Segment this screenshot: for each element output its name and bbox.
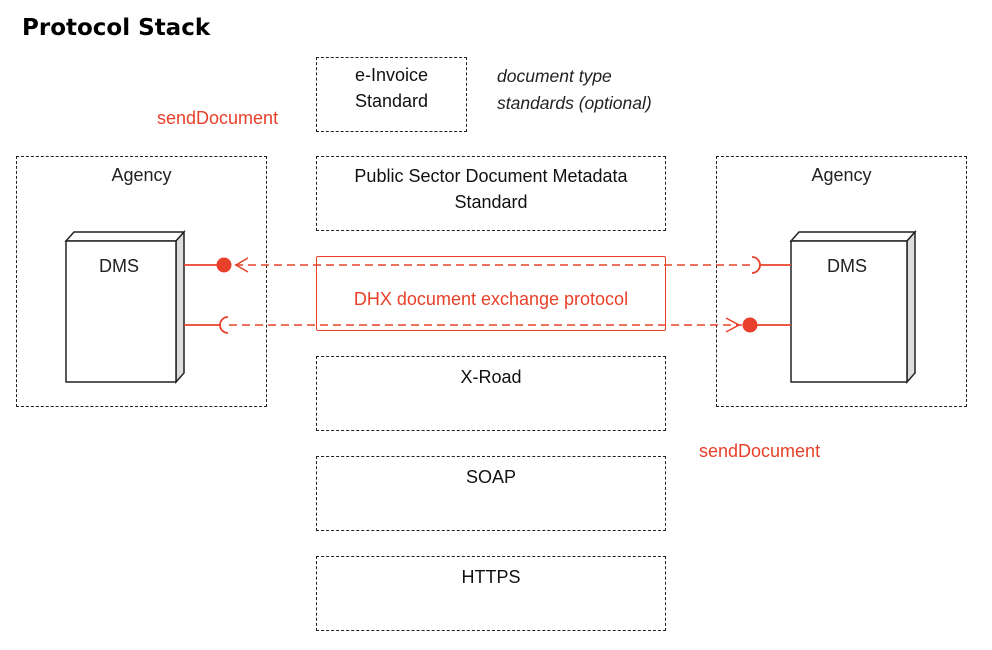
- https-layer: HTTPS: [316, 556, 666, 631]
- dhx-protocol-layer: DHX document exchange protocol: [316, 256, 666, 331]
- metadata-standard-line1: Public Sector Document Metadata: [354, 166, 628, 186]
- xroad-layer: X-Road: [316, 356, 666, 431]
- einvoice-standard-layer: e-Invoice Standard: [316, 57, 467, 132]
- left-required-interface-icon: [219, 316, 229, 334]
- left-dms-label: DMS: [99, 256, 139, 276]
- left-agency-container: Agency: [16, 156, 267, 407]
- right-send-document-label: sendDocument: [699, 441, 821, 461]
- document-type-note: document type standards (optional): [497, 63, 652, 117]
- arrowhead-left-icon: [234, 257, 249, 273]
- left-dms-node: [64, 230, 186, 384]
- metadata-standard-line2: Standard: [454, 192, 528, 212]
- note-line1: document type: [497, 66, 612, 86]
- soap-layer: SOAP: [316, 456, 666, 531]
- upper-connector: [184, 256, 791, 274]
- xroad-label: X-Road: [460, 367, 522, 387]
- left-send-document-label: sendDocument: [157, 108, 279, 128]
- einvoice-standard-line2: Standard: [354, 91, 429, 111]
- right-required-interface-icon: [751, 256, 761, 274]
- right-dms-node: [789, 230, 917, 384]
- arrowhead-right-icon: [725, 317, 741, 333]
- left-agency-label: Agency: [111, 165, 172, 185]
- left-provided-interface-icon: [216, 257, 232, 273]
- https-label: HTTPS: [461, 567, 521, 587]
- right-agency-container: Agency: [716, 156, 967, 407]
- einvoice-standard-line1: e-Invoice: [354, 65, 429, 85]
- right-agency-label: Agency: [811, 165, 872, 185]
- right-dms-label: DMS: [827, 256, 867, 276]
- metadata-standard-layer: Public Sector Document Metadata Standard: [316, 156, 666, 231]
- soap-label: SOAP: [465, 467, 517, 487]
- lower-connector: [184, 316, 791, 334]
- page-title: Protocol Stack: [22, 15, 211, 41]
- note-line2: standards (optional): [497, 93, 652, 113]
- dhx-protocol-label: DHX document exchange protocol: [353, 289, 629, 309]
